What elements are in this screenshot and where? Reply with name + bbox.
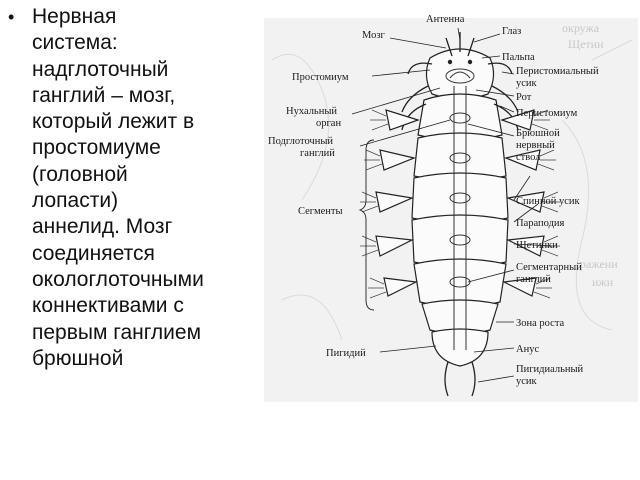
label-pygidial-cirrus: усик <box>516 376 538 387</box>
label-subpharyngeal-ganglion: ганглий <box>300 148 335 159</box>
label-ventral-nerve-cord: ствол <box>516 152 541 163</box>
label-nuchal-organ: Нухальный <box>286 106 337 117</box>
label-segments: Сегменты <box>298 206 343 217</box>
label-dorsal-cirrus: Спинной усик <box>516 196 581 207</box>
slide-text-block: • Нервная система: надглоточный ганглий … <box>8 4 270 372</box>
label-nuchal-organ: орган <box>316 118 341 129</box>
label-brain: Мозг <box>362 30 385 41</box>
label-antenna: Антенна <box>426 14 465 25</box>
label-peristomial-cirrus: усик <box>516 78 538 89</box>
worm-body <box>411 48 509 367</box>
label-eye: Глаз <box>502 26 521 37</box>
bullet-text: Нервная система: надглоточный ганглий – … <box>32 5 204 370</box>
background-text: ижн <box>592 275 614 289</box>
bullet-item: • Нервная система: надглоточный ганглий … <box>8 4 270 372</box>
segments-brace <box>358 139 375 311</box>
label-segmental-ganglion: Сегментарный <box>516 262 582 273</box>
bullet-marker: • <box>8 7 15 27</box>
label-pygidium: Пигидий <box>326 348 366 359</box>
label-anus: Анус <box>516 344 539 355</box>
label-chaetae: Щетинки <box>516 240 558 251</box>
label-palp: Пальпа <box>502 52 535 63</box>
background-text: окружа <box>562 21 600 35</box>
label-peristomium: Перистомиум <box>516 108 578 119</box>
label-peristomial-cirrus: Перистомиальный <box>516 66 599 77</box>
figure-labels: Мозг Антенна Глаз Пальпа Простомиум Пери… <box>268 14 599 387</box>
label-segmental-ganglion: ганглий <box>516 274 551 285</box>
label-parapodium: Параподия <box>516 218 565 229</box>
label-growth-zone: Зона роста <box>516 318 565 329</box>
label-prostomium: Простомиум <box>292 72 349 83</box>
background-text: ражени <box>580 257 618 271</box>
label-ventral-nerve-cord: Брюшной <box>516 128 560 139</box>
label-subpharyngeal-ganglion: Подглоточный <box>268 136 333 147</box>
worm-anatomy-figure: окружа Щетин ражени ижн <box>262 0 640 410</box>
label-ventral-nerve-cord: нервный <box>516 140 555 151</box>
label-pygidial-cirrus: Пигидиальный <box>516 364 584 375</box>
label-mouth: Рот <box>516 92 532 103</box>
background-text: Щетин <box>568 37 604 51</box>
